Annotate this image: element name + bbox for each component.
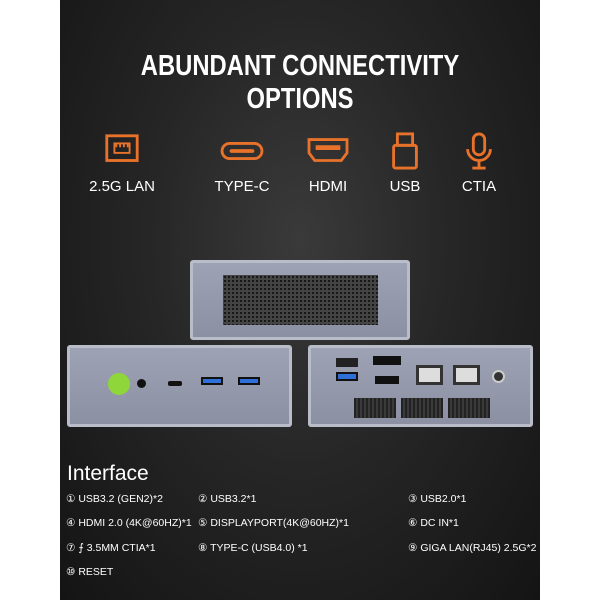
feature-label: USB xyxy=(389,178,421,195)
interface-item: ⑨ GIGA LAN(RJ45) 2.5G*2 xyxy=(408,542,537,554)
interface-item: ③ USB2.0*1 xyxy=(408,493,467,505)
interface-item: ④ HDMI 2.0 (4K@60HZ)*1 xyxy=(66,517,192,529)
lan-port xyxy=(453,365,480,385)
interface-title: Interface xyxy=(67,462,149,485)
interface-item: ① USB3.2 (GEN2)*2 xyxy=(66,493,163,505)
microphone-icon xyxy=(466,132,492,170)
feature-label: TYPE-C xyxy=(214,178,270,195)
mini-pc-back-view xyxy=(308,345,533,427)
displayport-port xyxy=(373,356,401,365)
usb-port xyxy=(336,372,358,381)
mini-pc-top-view xyxy=(190,260,410,340)
feature-type-c: TYPE-C xyxy=(197,132,287,195)
headline: ABUNDANT CONNECTIVITY OPTIONS xyxy=(140,50,460,115)
interface-item: ② USB3.2*1 xyxy=(198,493,257,505)
power-button xyxy=(108,373,130,395)
product-panel: ABUNDANT CONNECTIVITY OPTIONS 2.5G LAN T… xyxy=(60,0,540,600)
feature-usb: USB xyxy=(360,132,450,195)
type-c-port xyxy=(168,381,182,386)
lan-port xyxy=(416,365,443,385)
interface-item: ⑦ ⨍ 3.5MM CTIA*1 xyxy=(66,542,156,554)
feature-lan: 2.5G LAN xyxy=(77,132,167,195)
interface-item: ⑧ TYPE-C (USB4.0) *1 xyxy=(198,542,308,554)
vent xyxy=(448,398,490,418)
lan-icon xyxy=(105,134,139,162)
mini-pc-front-view xyxy=(67,345,292,427)
hdmi-port xyxy=(375,376,399,384)
interface-item: ⑥ DC IN*1 xyxy=(408,517,459,529)
feature-label: 2.5G LAN xyxy=(89,178,155,195)
audio-jack xyxy=(137,379,146,388)
feature-label: HDMI xyxy=(308,178,348,195)
vent-grill xyxy=(223,275,378,325)
feature-hdmi: HDMI xyxy=(283,132,373,195)
interface-item: ⑤ DISPLAYPORT(4K@60HZ)*1 xyxy=(198,517,349,529)
interface-item: ⑩ RESET xyxy=(66,566,114,578)
usb-icon xyxy=(392,132,418,170)
vent xyxy=(354,398,396,418)
usb2-port xyxy=(336,358,358,367)
feature-label: CTIA xyxy=(461,178,497,195)
vent xyxy=(401,398,443,418)
feature-ctia: CTIA xyxy=(434,132,524,195)
usb-port xyxy=(238,377,260,385)
type-c-icon xyxy=(220,141,264,161)
hdmi-icon xyxy=(307,138,349,162)
usb-port xyxy=(201,377,223,385)
dc-in-port xyxy=(492,370,505,383)
